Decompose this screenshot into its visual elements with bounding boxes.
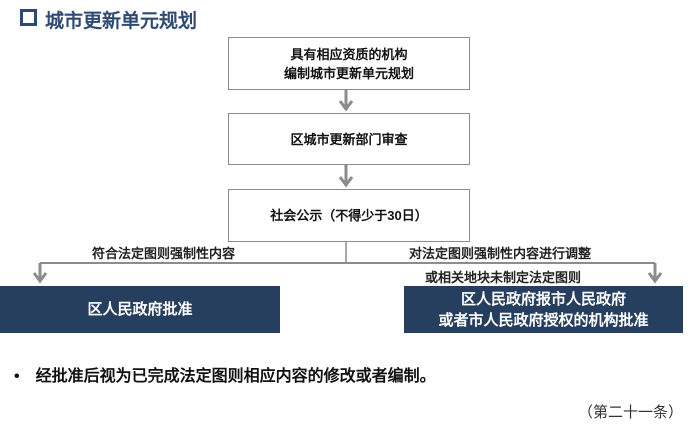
branch-right-label-1: 对法定图则强制性内容进行调整	[409, 246, 592, 261]
step3-text: 社会公示（不得少于30日）	[270, 208, 428, 223]
branch-left-label: 符合法定图则强制性内容	[92, 246, 236, 261]
result-right-line1: 区人民政府报市人民政府	[460, 290, 626, 308]
arrowhead-left	[32, 272, 48, 284]
step2-text: 区城市更新部门审查	[290, 131, 408, 147]
bullet-dot-icon: •	[14, 368, 20, 385]
arrowhead-2-3	[338, 176, 354, 188]
step-box-compile: 具有相应资质的机构编制城市更新单元规划	[228, 37, 470, 90]
arrowhead-1-2	[338, 100, 354, 112]
page-title: 城市更新单元规划	[20, 6, 197, 33]
step-box-review: 区城市更新部门审查	[228, 113, 470, 165]
title-text: 城市更新单元规划	[45, 11, 198, 32]
result-box-district: 区人民政府批准	[0, 286, 280, 333]
step1-line2: 编制城市更新单元规划	[283, 65, 414, 81]
bullet-text: 经批准后视为已完成法定图则相应内容的修改或者编制。	[35, 368, 436, 385]
result-box-city: 区人民政府报市人民政府或者市人民政府授权的机构批准	[404, 286, 683, 333]
arrowhead-right	[647, 272, 663, 284]
branch-right-label-2: 或相关地块未制定法定图则	[425, 270, 582, 285]
step1-line1: 具有相应资质的机构	[290, 46, 408, 62]
result-left-text: 区人民政府批准	[87, 301, 193, 318]
square-bullet-icon	[20, 9, 37, 26]
bullet-item: • 经批准后视为已完成法定图则相应内容的修改或者编制。	[14, 362, 436, 386]
result-right-line2: 或者市人民政府授权的机构批准	[438, 311, 649, 329]
footnote: （第二十一条）	[577, 405, 683, 421]
step-box-publicity: 社会公示（不得少于30日）	[228, 189, 470, 242]
